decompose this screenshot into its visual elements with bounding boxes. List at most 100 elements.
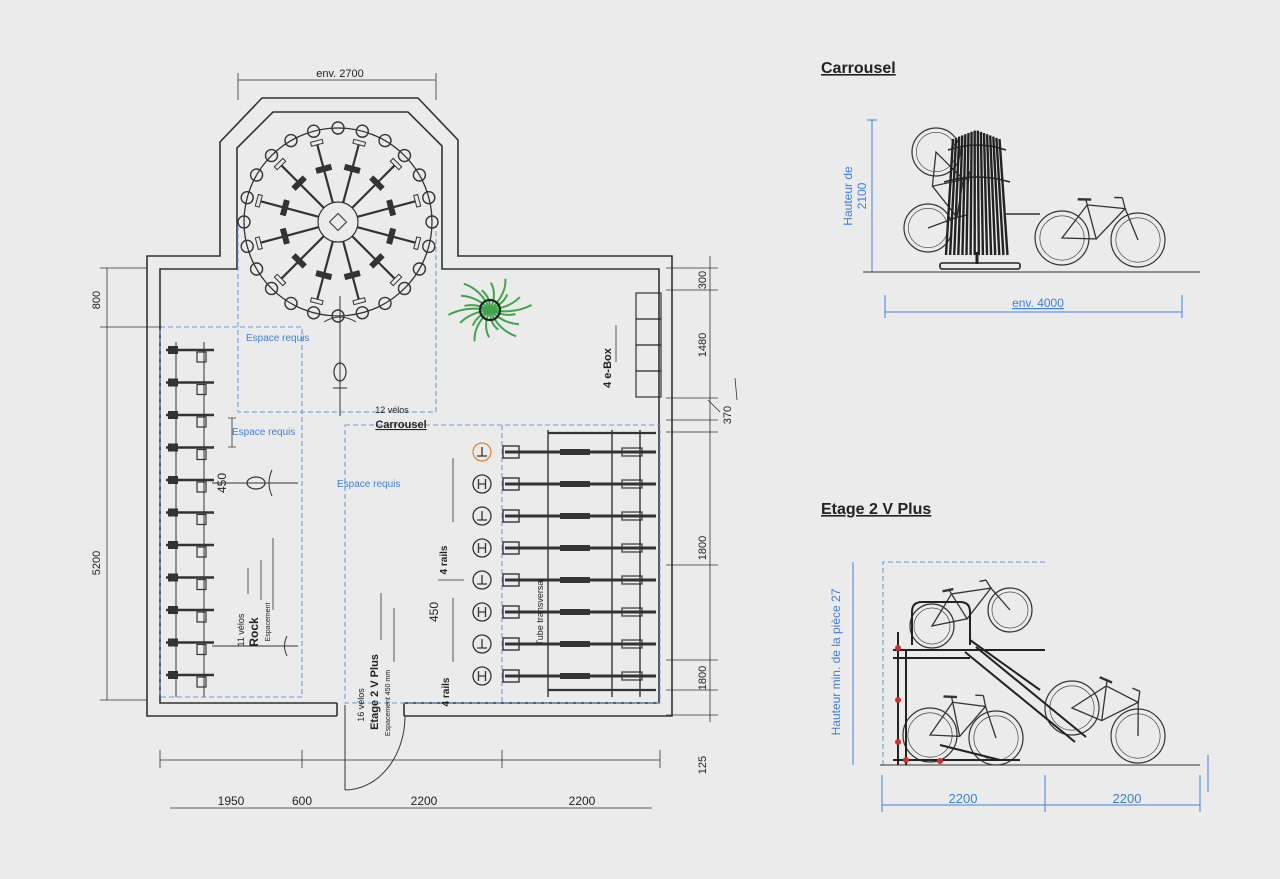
etage-ramp [964, 646, 1087, 743]
etage-upper-guide [911, 601, 971, 645]
dimension-left: 800 5200 [91, 267, 162, 701]
bike-saddle [246, 476, 266, 490]
dim-top-label: env. 2700 [316, 68, 364, 80]
etage-wheel-cap [502, 605, 520, 619]
etage-label: Etage 2 V Plus [369, 654, 381, 730]
carrousel-spoke [316, 144, 334, 203]
bike-handlebar [979, 579, 987, 583]
bike-handlebar [1132, 687, 1141, 692]
bike-frame [928, 695, 997, 739]
carrousel-arm [965, 132, 970, 256]
plant-leaf [489, 282, 495, 311]
carrousel-band [943, 144, 1011, 183]
rail-end-glyph [477, 543, 487, 553]
tube-label: Tube transversal [535, 579, 545, 646]
etage-lower-base [893, 639, 1041, 761]
carrousel-wheel-slot [331, 309, 345, 323]
rock-wheel-holder [196, 546, 207, 558]
rail-end-glyph [477, 607, 487, 617]
carrousel-wheel-slot [306, 306, 321, 320]
rail-end-glyph [477, 479, 487, 489]
carrousel-side-view: Carrousel Hauteur de 2100 env. 4000 [821, 60, 1200, 318]
etage-slider [621, 607, 643, 617]
carrousel-arm [998, 138, 1009, 256]
dim-right-370: 370 [722, 406, 734, 424]
carrousel-wheel-slot [378, 133, 392, 148]
carrousel-wheel-slot [425, 215, 439, 229]
etage-clamp [560, 545, 590, 551]
rail-end-glyph [477, 447, 487, 457]
etage-width-a: 2200 [949, 791, 978, 806]
carrousel-wheel-slot [284, 133, 298, 148]
dim-bottom-2200-b: 2200 [569, 794, 596, 808]
carrousel-arm [969, 131, 973, 256]
carrousel-arm [948, 137, 958, 256]
carrousel-clamp [279, 199, 290, 217]
carrousel-center [328, 212, 348, 232]
bike-wheel-rear [1034, 210, 1090, 266]
carrousel-clamp [343, 270, 361, 281]
carrousel-wheel-slot [240, 239, 254, 254]
carrousel-wheel-slot [249, 168, 264, 182]
rock-wheel-holder [196, 416, 207, 428]
carrousel-arm [989, 135, 997, 256]
plant-leaf [447, 307, 491, 316]
carrousel-outer-ring [243, 127, 433, 317]
rail-end-icon [472, 442, 492, 462]
bicycle-icon [212, 635, 298, 657]
etage-red-marker [937, 758, 943, 764]
carrousel-arm [982, 132, 989, 256]
rock-leaders [247, 538, 274, 610]
etage-wheel-cap [502, 477, 520, 491]
carrousel-clamp [369, 253, 385, 269]
carrousel-bike-head [309, 297, 324, 306]
etage-wheel-cap [502, 445, 520, 459]
carrousel-clamp [386, 199, 397, 217]
rock-wheel-holder [196, 578, 207, 591]
bike-frame [1070, 680, 1141, 737]
plant-leaf [463, 282, 491, 311]
e-box-unit [635, 370, 662, 398]
carrousel-arm [944, 138, 955, 256]
rock-spacing: 450 [215, 473, 229, 493]
carrousel-arm [985, 134, 993, 256]
etage-leaders [380, 593, 395, 662]
rail-end-icon [472, 506, 492, 526]
bike-rim [991, 591, 1029, 629]
bicycle-icon [323, 296, 357, 416]
door-icon [344, 705, 406, 791]
etage-wheel-cap [502, 637, 520, 651]
plant-icon [447, 278, 533, 342]
carrousel-bike-head [389, 273, 403, 287]
carrousel-spoke [280, 235, 325, 280]
carrousel-bike-head [413, 236, 422, 251]
carrousel-clamp [315, 270, 333, 281]
rail-end-circle [472, 634, 492, 654]
etage-view-title: Etage 2 V Plus [821, 501, 931, 518]
carrousel-spoke [342, 144, 360, 203]
carrousel-arm [957, 135, 964, 256]
rail-end-glyph [477, 639, 487, 649]
dimension-right: 300 1480 370 1800 1800 125 [666, 256, 738, 774]
bike-wheel-front [987, 587, 1033, 633]
bike-frame [930, 579, 1011, 627]
etage-clamp [560, 609, 590, 615]
rail-end-circle [472, 570, 492, 590]
etage-red-marker [903, 757, 909, 763]
dim-left-main-label: 5200 [91, 551, 103, 575]
dim-right-300: 300 [697, 271, 709, 289]
plant-leaf [460, 294, 491, 311]
bike-pedals [333, 360, 347, 395]
rock-clamp [168, 411, 178, 419]
etage-clamp [560, 481, 590, 487]
carrousel-bike-head [254, 236, 263, 251]
bike-wheel-rear [909, 603, 955, 649]
bicycle-icon [909, 579, 1033, 649]
dim-bottom-600: 600 [292, 794, 312, 808]
carrousel-wheel-slot [264, 281, 279, 296]
rail-end-circle [472, 538, 492, 558]
rails-dim-lines [438, 458, 464, 662]
rail-end-icon [472, 538, 492, 558]
etage-height-zone [882, 561, 1045, 765]
bike-wheel-rear [911, 127, 961, 177]
